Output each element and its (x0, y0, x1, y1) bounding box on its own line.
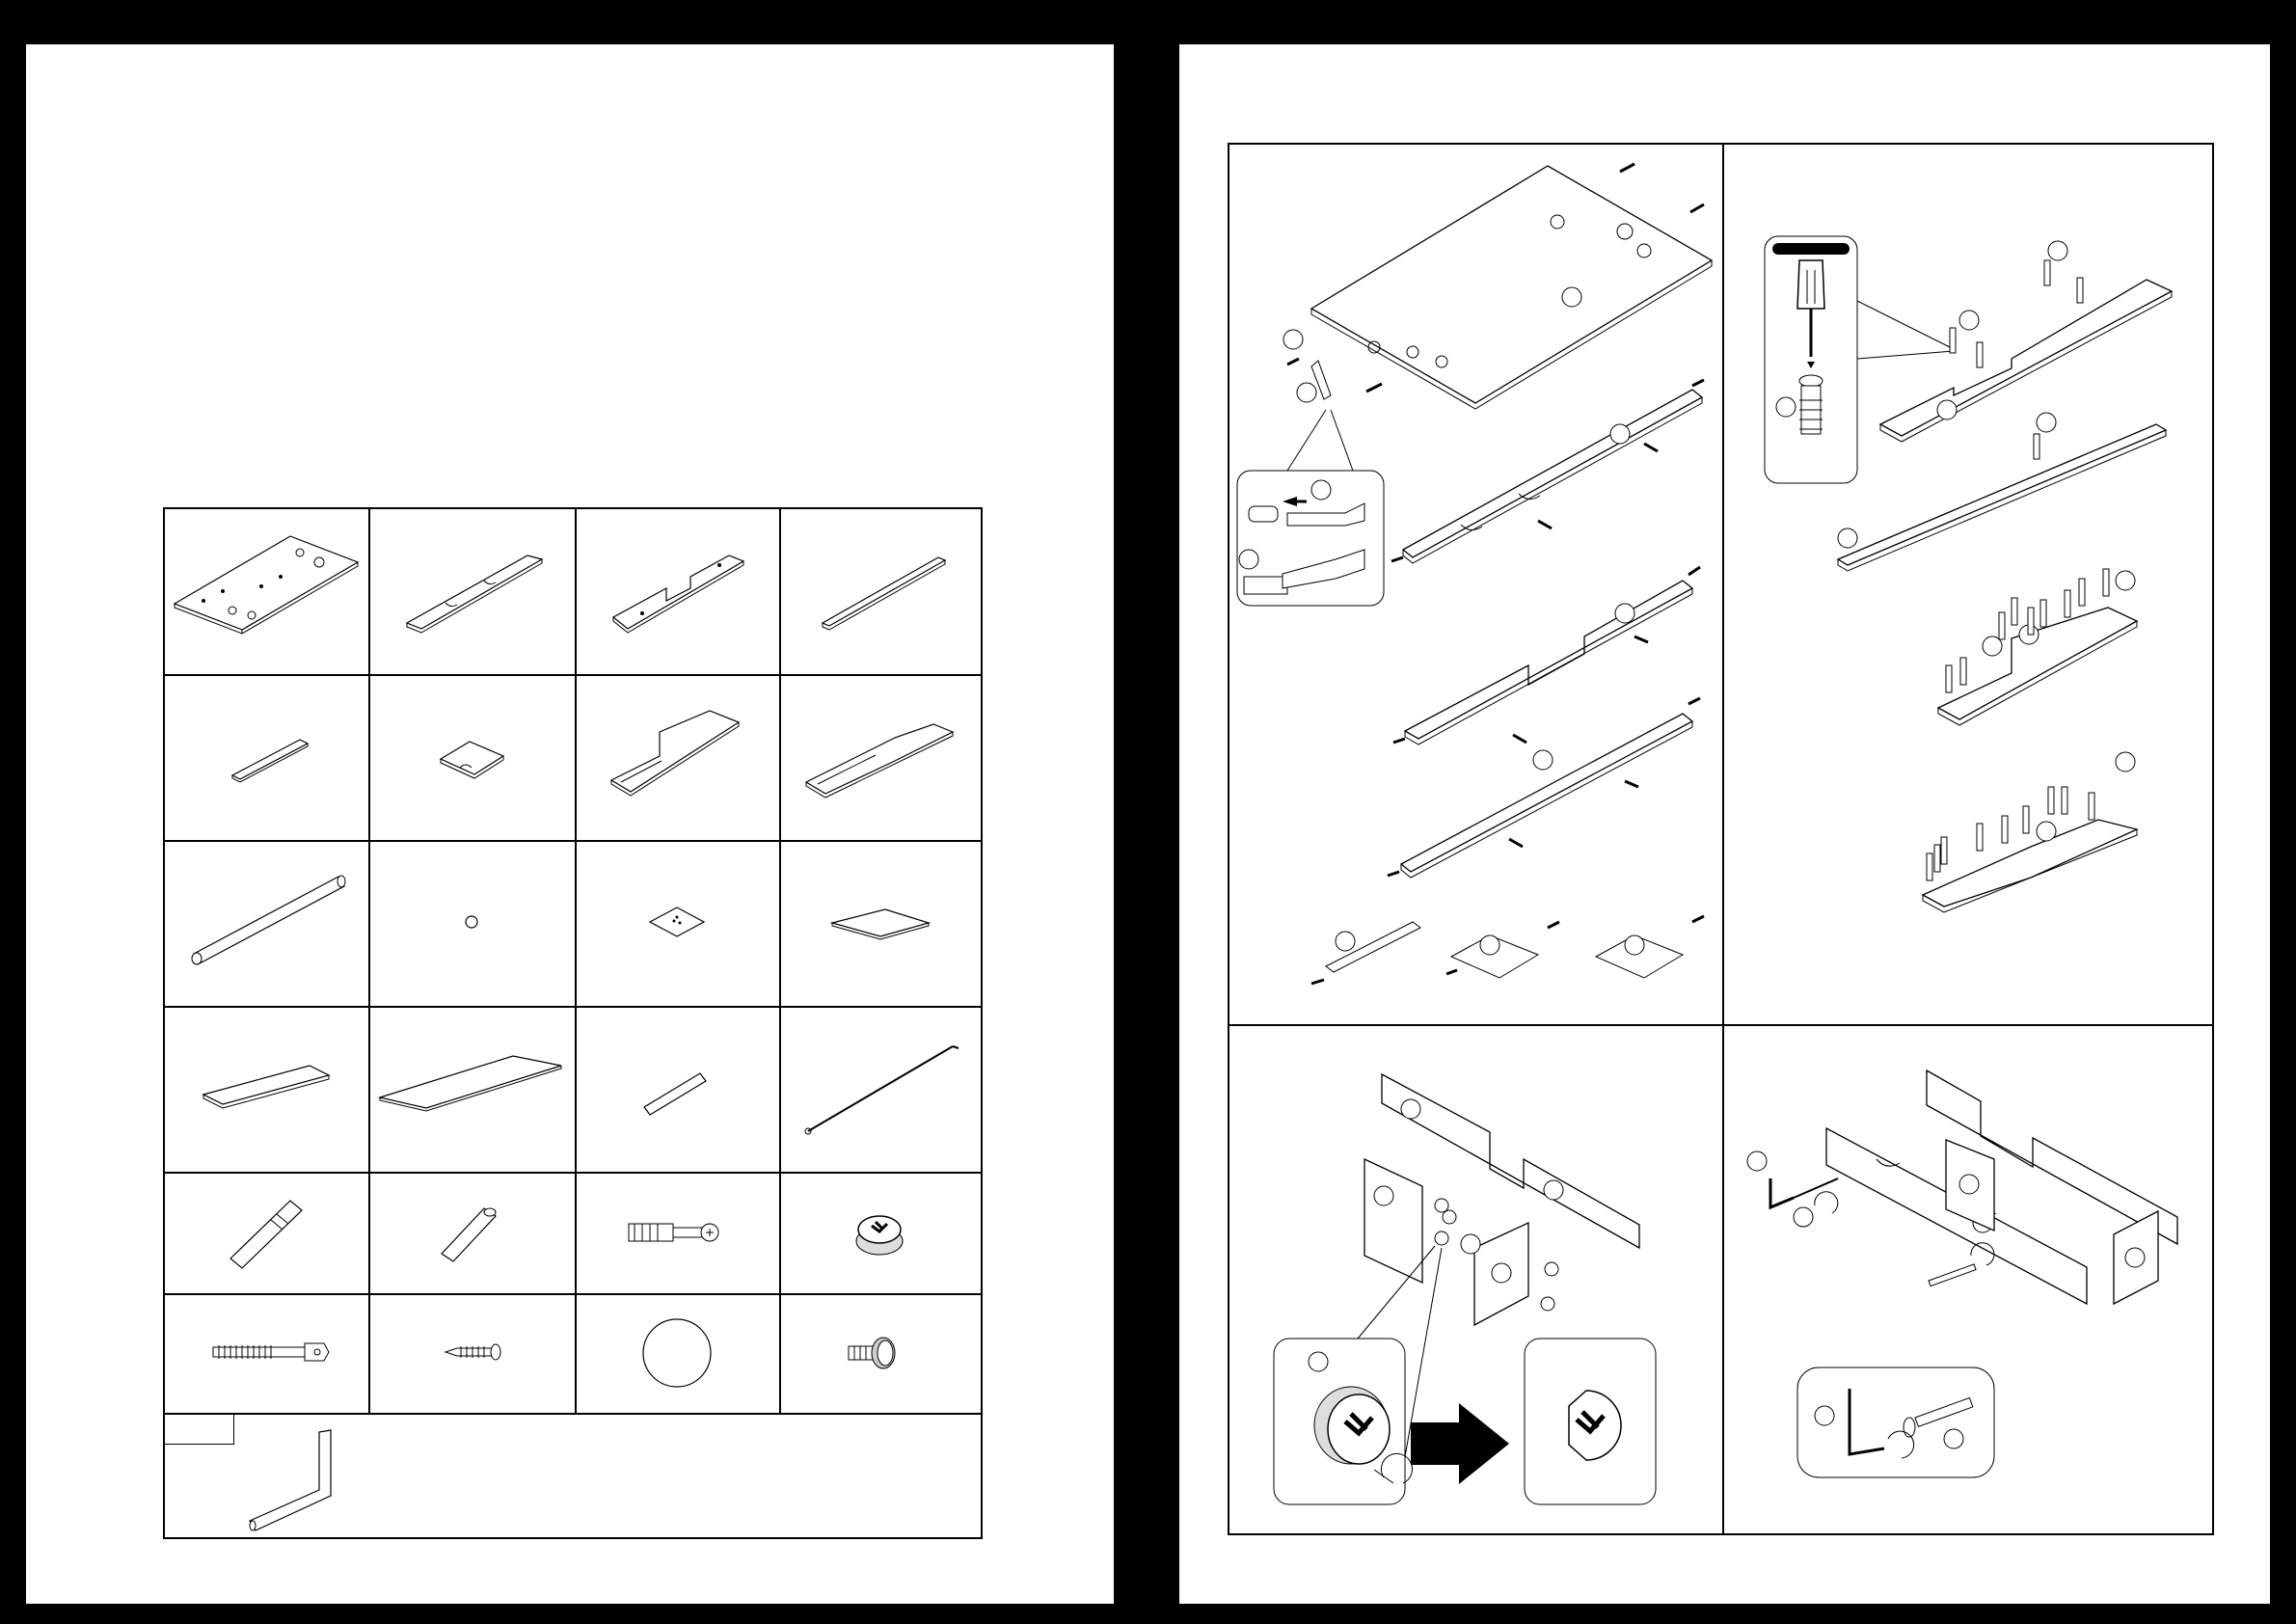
part-cell (368, 509, 575, 674)
long-rail-icon (779, 509, 981, 674)
part-cell (779, 1293, 981, 1413)
large-panel-icon (165, 509, 368, 674)
part-cell (165, 1172, 368, 1293)
l-shaped-board-mirror-icon (779, 674, 981, 840)
wood-dowel-icon (165, 1172, 368, 1293)
part-cell (165, 1413, 981, 1537)
assembly-step-1 (1229, 145, 1722, 1024)
step-insert-cam-bolts-icon (1722, 145, 2212, 1024)
step-insert-dowels-icon (1229, 145, 1722, 1024)
small-knob-icon (368, 840, 575, 1006)
part-cell (165, 509, 368, 674)
part-cell (575, 840, 779, 1006)
short-dowel-rod-icon (575, 1006, 779, 1172)
part-cell (368, 840, 575, 1006)
step-lock-cam-nuts-icon (1229, 1024, 1722, 1533)
tray-board-icon (165, 1006, 368, 1172)
part-cell (575, 674, 779, 840)
part-cell (368, 1293, 575, 1413)
part-cell (779, 509, 981, 674)
part-cell (575, 1293, 779, 1413)
short-board-icon (165, 674, 368, 840)
step-fasten-bolts-icon (1722, 1024, 2212, 1533)
part-cell (368, 1006, 575, 1172)
small-shelf-icon (779, 840, 981, 1006)
l-shaped-board-icon (575, 674, 779, 840)
parts-grid (163, 507, 983, 1539)
round-disc-icon (575, 1293, 779, 1413)
stepped-panel-icon (575, 509, 779, 674)
assembly-step-2 (1722, 145, 2212, 1024)
assembly-step-4 (1722, 1024, 2212, 1533)
long-shelf-board-icon (368, 1006, 575, 1172)
part-cell (368, 1172, 575, 1293)
part-cell (575, 509, 779, 674)
part-cell (165, 1006, 368, 1172)
part-cell (368, 674, 575, 840)
part-cell (165, 840, 368, 1006)
part-cell (165, 1293, 368, 1413)
plain-dowel-icon (368, 1172, 575, 1293)
part-cell (779, 840, 981, 1006)
allen-key-icon (165, 1413, 981, 1537)
cam-bolt-icon (575, 1172, 779, 1293)
part-cell (779, 1006, 981, 1172)
assembly-steps-page (1179, 44, 2270, 1604)
part-cell (779, 1172, 981, 1293)
square-plate-icon (575, 840, 779, 1006)
long-panel-with-notches-icon (368, 509, 575, 674)
flat-head-bolt-icon (779, 1293, 981, 1413)
part-cell (575, 1172, 779, 1293)
part-cell (575, 1006, 779, 1172)
wood-screw-icon (368, 1293, 575, 1413)
long-bolt-icon (165, 1293, 368, 1413)
steps-frame (1228, 143, 2214, 1535)
support-rod-icon (779, 1006, 981, 1172)
part-cell (165, 674, 368, 840)
small-notched-plate-icon (368, 674, 575, 840)
part-cell (779, 674, 981, 840)
cam-lock-nut-icon (779, 1172, 981, 1293)
assembly-step-3 (1229, 1024, 1722, 1533)
parts-list-page (26, 44, 1114, 1604)
long-tube-icon (165, 840, 368, 1006)
